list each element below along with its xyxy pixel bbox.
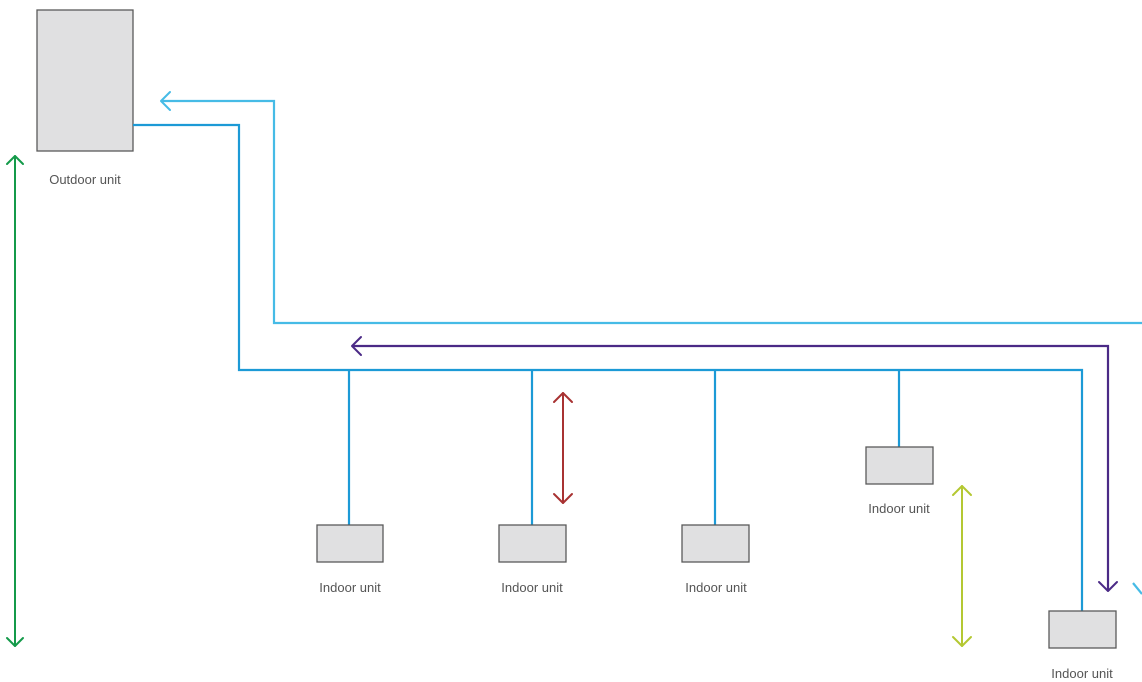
indoor-pair-height-arrowhead-bottom [553, 493, 573, 504]
indoor-pair-height-arrowhead-top [553, 392, 573, 403]
indoor-unit-1-label: Indoor unit [319, 580, 381, 595]
return-flow-line [161, 99, 1142, 325]
indoor-unit-3-box [681, 524, 750, 563]
indoor-unit-4-box [865, 446, 934, 485]
supply-flow-line [352, 344, 1110, 591]
total-height-arrowhead-bottom [6, 637, 24, 647]
indoor-unit-4-label: Indoor unit [868, 501, 930, 516]
indoor-span-height-arrowhead-bottom [952, 636, 972, 647]
main-pipe [133, 123, 1084, 611]
indoor-unit-5-label: Indoor unit [1051, 666, 1113, 681]
supply-flow-arrowhead-left [351, 336, 362, 356]
indoor-unit-2-box [498, 524, 567, 563]
indoor-unit-2-label: Indoor unit [501, 580, 563, 595]
indoor-unit-1-box [316, 524, 384, 563]
indoor-unit-5-box [1048, 610, 1117, 649]
indoor-unit-3-label: Indoor unit [685, 580, 747, 595]
return-flow-arrowhead [160, 91, 171, 111]
indoor-span-height-arrowhead-top [952, 485, 972, 496]
outdoor-unit-label: Outdoor unit [49, 172, 121, 187]
return-flow-tail [1132, 582, 1142, 595]
total-height-arrowhead-top [6, 155, 24, 165]
outdoor-unit-box [36, 9, 134, 152]
supply-flow-arrowhead-down [1098, 581, 1118, 592]
